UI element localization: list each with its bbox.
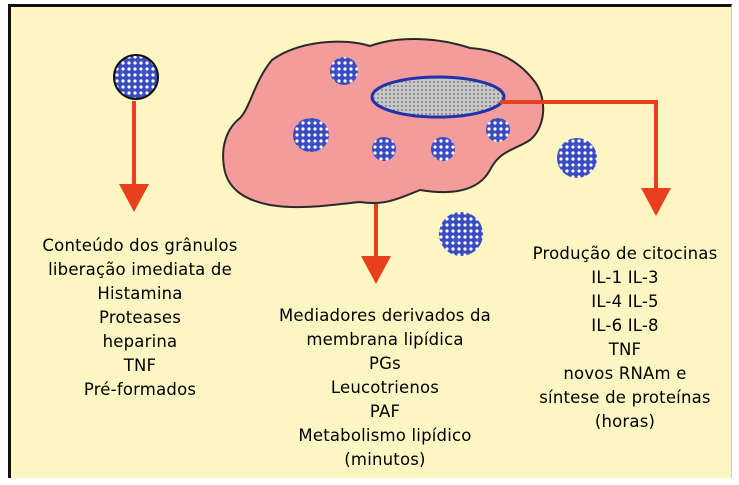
text-line: Pré-formados	[10, 378, 270, 402]
text-line: membrana lipídica	[245, 328, 525, 352]
arrow-down-icon	[119, 101, 149, 212]
text-line: Histamina	[10, 282, 270, 306]
granule-icon	[439, 212, 483, 256]
text-line: síntese de proteínas	[505, 386, 739, 410]
granule-icon	[330, 57, 358, 85]
text-line: Proteases	[10, 306, 270, 330]
text-line: Conteúdo dos grânulos	[10, 234, 270, 258]
lipid-mediators-text: Mediadores derivados da membrana lipídic…	[245, 304, 525, 472]
granule-icon	[486, 118, 510, 142]
text-line: liberação imediata de	[10, 258, 270, 282]
text-line: PAF	[245, 400, 525, 424]
text-line: IL-1 IL-3	[505, 266, 739, 290]
granule-icon	[557, 138, 597, 178]
text-line: heparina	[10, 330, 270, 354]
text-line: IL-4 IL-5	[505, 290, 739, 314]
granule-icon	[293, 118, 329, 152]
text-line: TNF	[505, 338, 739, 362]
cytokine-production-text: Produção de citocinas IL-1 IL-3 IL-4 IL-…	[505, 242, 739, 434]
granule-content-text: Conteúdo dos grânulos liberação imediata…	[10, 234, 270, 402]
text-line: novos RNAm e	[505, 362, 739, 386]
text-line: (minutos)	[245, 448, 525, 472]
text-line: Mediadores derivados da	[245, 304, 525, 328]
text-line: PGs	[245, 352, 525, 376]
text-line: TNF	[10, 354, 270, 378]
text-line: Leucotrienos	[245, 376, 525, 400]
granule-icon	[431, 137, 455, 161]
granule-icon	[114, 55, 158, 99]
text-line: Produção de citocinas	[505, 242, 739, 266]
arrow-down-icon	[361, 204, 391, 284]
text-line: IL-6 IL-8	[505, 314, 739, 338]
granule-icon	[372, 137, 396, 161]
text-line: (horas)	[505, 410, 739, 434]
nucleus-icon	[372, 77, 504, 117]
text-line: Metabolismo lipídico	[245, 424, 525, 448]
